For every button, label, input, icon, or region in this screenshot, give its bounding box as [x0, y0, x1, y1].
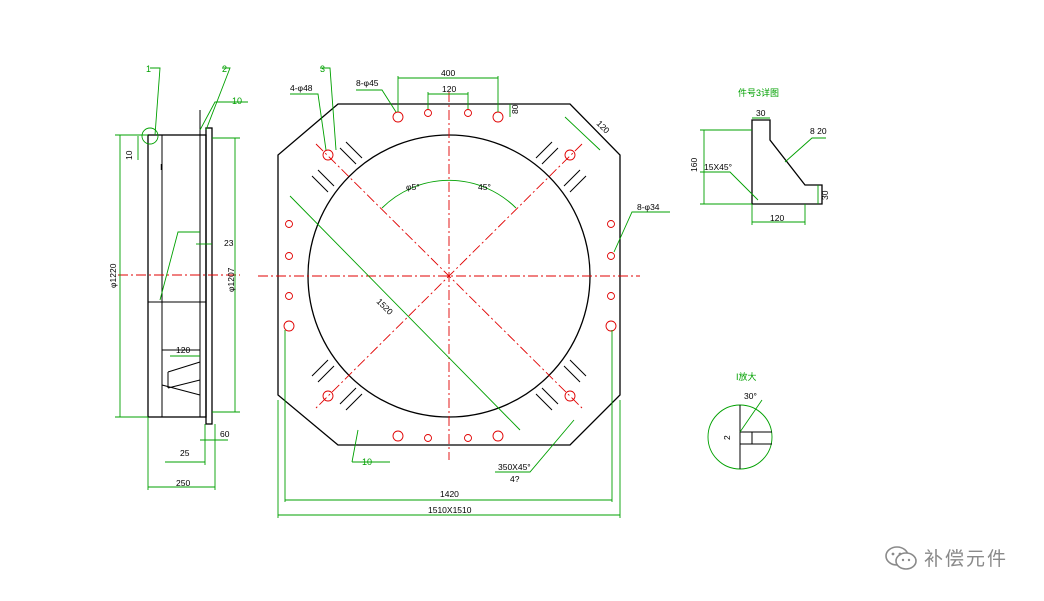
detail-3-dim-height: 160	[689, 158, 699, 172]
dim-side-rib: 120	[176, 345, 190, 355]
section-mark: I	[160, 162, 162, 172]
dim-side-offset: 25	[180, 448, 190, 458]
dim-corner: 120	[595, 118, 612, 135]
weld-symbol-side: 10	[232, 96, 242, 106]
detail-3-dim-chamfer: 15X45°	[704, 162, 732, 172]
hole-label-top: 8-φ45	[356, 78, 379, 88]
callout-2: 2	[222, 64, 227, 74]
dim-chamfer: 350X45°	[498, 462, 531, 472]
detail-3-dim-bottom: 120	[770, 213, 784, 223]
hole-label-left: 4-φ48	[290, 83, 313, 93]
detail-3-title: 件号3详图	[738, 87, 779, 98]
detail-3-weld: 8 20	[810, 126, 827, 136]
dim-inner: 1420	[440, 489, 459, 499]
dim-angle-b: 45°	[478, 182, 491, 192]
detail-part-3: 件号3详图 30 160 15X45° 8 20 120 30	[689, 87, 830, 225]
dim-top-span: 400	[441, 68, 455, 78]
detail-3-dim-top: 30	[756, 108, 766, 118]
watermark-text: 补偿元件	[923, 548, 1008, 570]
dim-side-top: 10	[124, 150, 134, 160]
callout-3: 3	[320, 64, 325, 74]
dim-side-height: φ1220	[108, 263, 118, 288]
dim-chamfer-sub: 4?	[510, 474, 520, 484]
dim-angle-a: φ5°	[406, 182, 420, 192]
dim-outer: 1510X1510	[428, 505, 472, 515]
dim-side-gap: 23	[224, 238, 234, 248]
dim-top-edge: 80	[510, 104, 520, 114]
side-view: 1 2 I φ1220 φ1207 250 25 60 23 10 120 10	[108, 64, 248, 490]
detail-3-dim-foot: 30	[820, 190, 830, 200]
dim-side-flange: 60	[220, 429, 230, 439]
hole-label-right: 8-φ34	[637, 202, 660, 212]
plan-view: 3 8-φ45 4-φ48 8-φ34 400 120 80 120 φ5° 4…	[258, 64, 670, 518]
detail-I: I放大 30° 2	[707, 371, 773, 470]
wechat-icon	[885, 545, 917, 570]
watermark: 补偿元件	[884, 544, 1008, 571]
callout-1: 1	[146, 64, 151, 74]
weld-symbol-plan: 10	[362, 457, 372, 467]
dim-top-inner: 120	[442, 84, 456, 94]
dim-side-inner: φ1207	[226, 267, 236, 292]
detail-I-angle: 30°	[744, 391, 757, 401]
detail-I-title: I放大	[736, 371, 757, 382]
detail-I-depth: 2	[722, 435, 732, 440]
dim-side-width: 250	[176, 478, 190, 488]
